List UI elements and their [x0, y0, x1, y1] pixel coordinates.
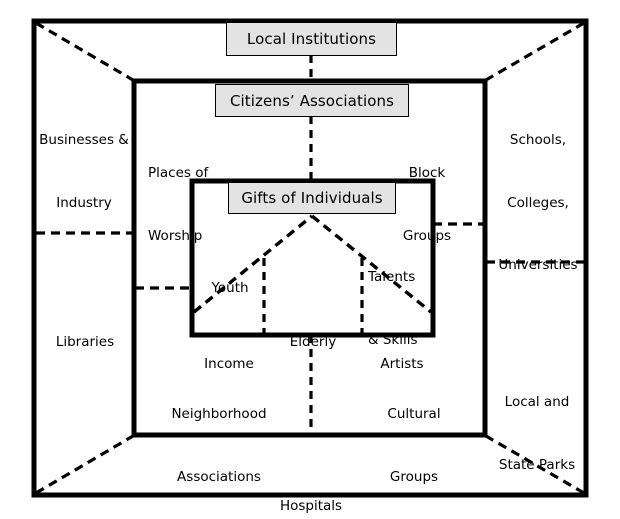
outer-label-schools-line2: Colleges, — [507, 194, 569, 211]
middle-label-neighborhood-associations: Neighborhood Associations — [140, 362, 298, 519]
title-box-local-institutions-label: Local Institutions — [246, 30, 377, 48]
inner-label-talents-skills: Talents & Skills — [368, 225, 438, 392]
title-box-citizens-associations[interactable]: Citizens’ Associations — [215, 84, 409, 117]
title-box-gifts-of-individuals[interactable]: Gifts of Individuals — [228, 182, 396, 214]
diagonal-bottom-right — [485, 434, 585, 495]
middle-label-block-groups: Block Groups — [385, 121, 469, 288]
outer-label-businesses-industry-line1: Businesses & — [39, 131, 129, 148]
inner-label-talents-line1: Talents — [368, 268, 416, 285]
middle-label-places-of-worship: Places of Worship — [148, 121, 258, 288]
title-box-local-institutions[interactable]: Local Institutions — [226, 22, 397, 56]
inner-label-artists: Artists — [371, 312, 433, 417]
outer-label-parks-line1: Local and — [504, 393, 570, 410]
title-box-gifts-of-individuals-label: Gifts of Individuals — [241, 189, 383, 207]
middle-label-neighborhood-line2: Associations — [177, 468, 261, 485]
outer-label-libraries-line1: Libraries — [55, 333, 115, 350]
outer-frame-rect — [31, 18, 589, 498]
middle-label-block-line2: Groups — [402, 227, 452, 244]
outer-label-hospitals: Hospitals — [251, 454, 371, 519]
inner-label-artists-line1: Artists — [380, 355, 424, 372]
outer-label-schools-colleges-universities: Schools, Colleges, Universities — [487, 88, 589, 318]
pyramid-left-edge — [192, 214, 314, 314]
inner-label-income: Income — [197, 312, 261, 417]
title-box-citizens-associations-label: Citizens’ Associations — [229, 91, 395, 110]
middle-label-cultural-groups: Cultural Groups — [370, 362, 458, 519]
diagonal-top-right — [485, 21, 585, 82]
outer-label-businesses-industry-line2: Industry — [56, 194, 112, 211]
outer-label-businesses-industry: Businesses & Industry — [32, 88, 136, 255]
middle-label-block-line1: Block — [408, 164, 446, 181]
outer-label-parks-line2: State Parks — [498, 456, 576, 473]
outer-label-schools-line3: Universities — [498, 257, 578, 274]
outer-label-schools-line1: Schools, — [509, 131, 567, 148]
outer-label-libraries: Libraries — [36, 290, 134, 395]
inner-label-income-line1: Income — [204, 355, 254, 372]
middle-label-cultural-line1: Cultural — [387, 405, 441, 422]
middle-label-worship-line2: Worship — [148, 227, 203, 244]
middle-label-cultural-line2: Groups — [389, 468, 439, 485]
outer-label-local-and-state-parks: Local and State Parks — [487, 350, 587, 517]
middle-frame-rect — [131, 78, 488, 438]
inner-label-youth-line1: Youth — [211, 279, 249, 296]
middle-label-worship-line1: Places of — [148, 164, 209, 181]
outer-label-hospitals-line1: Hospitals — [279, 497, 343, 514]
pyramid-right-edge — [310, 214, 433, 314]
diagonal-bottom-left — [35, 434, 134, 495]
inner-label-youth: Youth — [199, 236, 261, 341]
diagonal-top-left — [35, 21, 134, 82]
inner-label-talents-line2: & Skills — [368, 331, 418, 348]
inner-label-elderly-line1: Elderly — [289, 333, 337, 350]
inner-label-elderly: Elderly — [281, 290, 345, 395]
middle-label-neighborhood-line1: Neighborhood — [171, 405, 267, 422]
